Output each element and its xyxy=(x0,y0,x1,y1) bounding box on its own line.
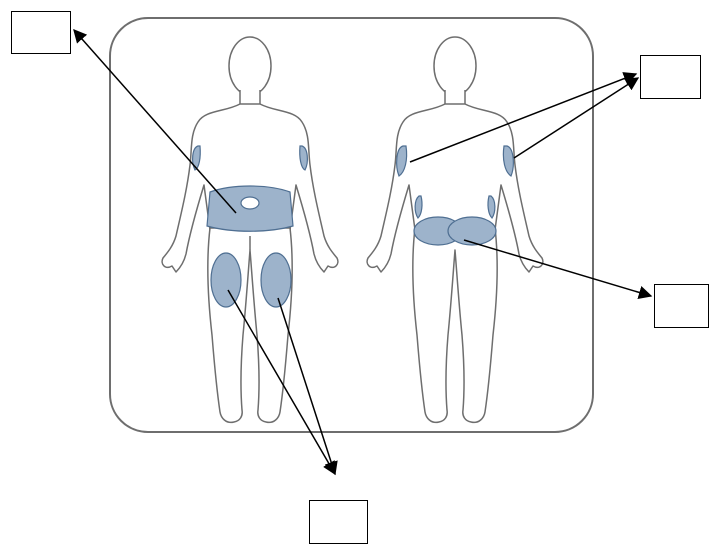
label-box-bottom-center[interactable] xyxy=(309,500,368,544)
front-right-thigh-site xyxy=(261,253,291,307)
front-navel xyxy=(241,197,259,209)
front-head xyxy=(229,37,271,95)
label-box-top-left[interactable] xyxy=(11,11,71,54)
back-right-buttock-site xyxy=(448,217,496,245)
arrows xyxy=(74,30,651,474)
back-head xyxy=(434,37,476,95)
front-left-thigh-site xyxy=(211,253,241,307)
label-box-middle-right[interactable] xyxy=(654,284,709,328)
arrow-right-thigh-to-bottom-box xyxy=(278,298,335,474)
arrow-back-right-arm-to-top-right-box xyxy=(514,78,638,158)
back-legs xyxy=(413,228,497,422)
label-box-top-right[interactable] xyxy=(640,55,701,99)
